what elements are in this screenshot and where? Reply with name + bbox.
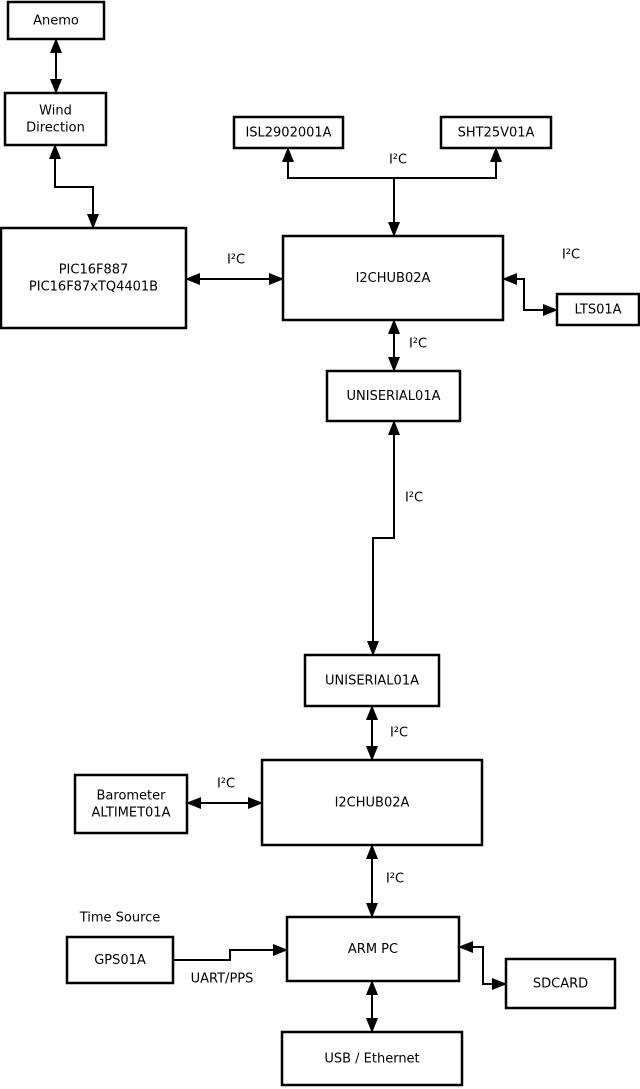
node-box-arm-pc xyxy=(285,915,461,983)
label-i2c-pic-hub1: I²C xyxy=(227,253,245,268)
node-box-sdcard xyxy=(504,957,617,1010)
node-gps: GPS01A xyxy=(65,935,175,985)
node-arm-pc: ARM PC xyxy=(285,915,461,983)
node-sht-sensor: SHT25V01A xyxy=(439,115,553,150)
node-box-uniserial-2 xyxy=(303,653,441,708)
node-sdcard: SDCARD xyxy=(504,957,617,1010)
edge-gps-armpc xyxy=(173,944,288,961)
node-label-sdcard: SDCARD xyxy=(533,976,588,991)
node-label-sht-sensor: SHT25V01A xyxy=(458,125,535,140)
edge-uniserial1-uniserial2 xyxy=(367,420,400,656)
node-anemo: Anemo xyxy=(6,0,106,41)
node-box-usb-ethernet xyxy=(280,1030,464,1087)
node-usb-ethernet: USB / Ethernet xyxy=(280,1030,464,1087)
label-i2c-lts: I²C xyxy=(562,248,580,263)
edge-isl-sht-bus xyxy=(282,147,502,179)
node-box-barometer xyxy=(73,773,189,835)
edge-wind-pic xyxy=(49,144,99,229)
node-lts-sensor: LTS01A xyxy=(555,292,640,327)
node-uniserial-2: UNISERIAL01A xyxy=(303,653,441,708)
node-box-isl-sensor xyxy=(232,115,345,150)
label-i2c-hub1-uniserial1: I²C xyxy=(409,337,427,352)
label-uart-pps: UART/PPS xyxy=(191,972,254,987)
node-label-uniserial-1: UNISERIAL01A xyxy=(347,389,441,404)
label-i2c-barometer: I²C xyxy=(217,777,235,792)
node-isl-sensor: ISL2902001A xyxy=(232,115,345,150)
node-box-anemo xyxy=(6,0,106,41)
node-label-gps: GPS01A xyxy=(94,953,146,968)
node-i2c-hub-2: I2CHUB02A xyxy=(260,758,484,847)
edge-hub1-lts xyxy=(502,273,558,316)
node-label-usb-ethernet: USB / Ethernet xyxy=(324,1051,419,1066)
node-box-i2c-hub-2 xyxy=(260,758,484,847)
node-label-anemo: Anemo xyxy=(33,13,79,28)
node-box-gps xyxy=(65,935,175,985)
label-i2c-uniserial2-hub2: I²C xyxy=(390,726,408,741)
label-i2c-uniserial-link: I²C xyxy=(405,491,423,506)
edge-armpc-sdcard xyxy=(458,941,507,990)
node-label-arm-pc: ARM PC xyxy=(348,942,398,957)
node-label-i2c-hub-1: I2CHUB02A xyxy=(356,271,431,286)
node-label-isl-sensor: ISL2902001A xyxy=(245,125,331,140)
node-label-lts-sensor: LTS01A xyxy=(574,302,621,317)
node-uniserial-1: UNISERIAL01A xyxy=(325,369,462,423)
node-box-lts-sensor xyxy=(555,292,640,327)
node-i2c-hub-1: I2CHUB02A xyxy=(281,234,505,322)
label-i2c-hub2-armpc: I²C xyxy=(386,872,404,887)
label-time-source: Time Source xyxy=(79,911,161,926)
node-label-uniserial-2: UNISERIAL01A xyxy=(325,673,419,688)
node-box-uniserial-1 xyxy=(325,369,462,423)
node-box-wind-direction xyxy=(3,91,108,147)
node-box-pic-mcu xyxy=(0,226,188,330)
node-box-i2c-hub-1 xyxy=(281,234,505,322)
node-box-sht-sensor xyxy=(439,115,553,150)
node-label-i2c-hub-2: I2CHUB02A xyxy=(335,795,410,810)
label-i2c-sensors-bus: I²C xyxy=(389,153,407,168)
